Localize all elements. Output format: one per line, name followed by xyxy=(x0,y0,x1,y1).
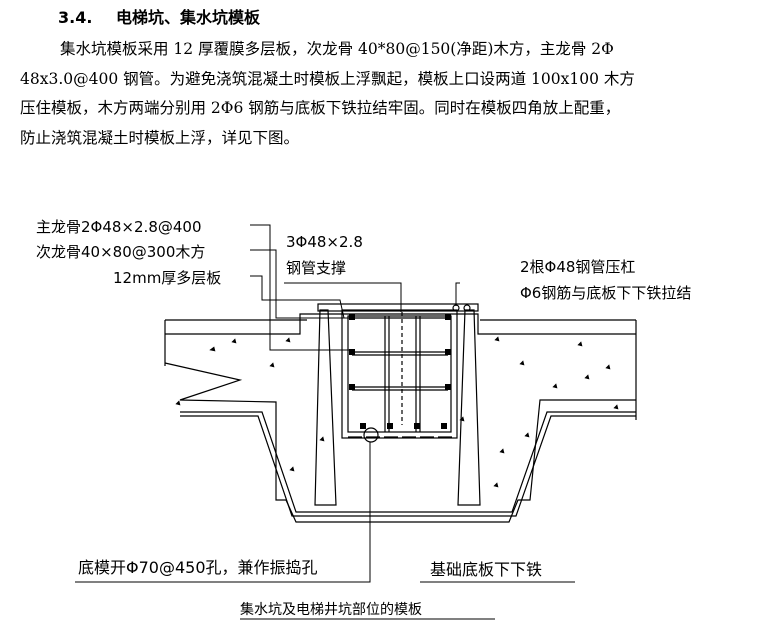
paragraph-line: 防止浇筑混凝土时模板上浮，详见下图。 xyxy=(20,128,300,147)
formwork-box-inner xyxy=(347,315,452,433)
press-timber xyxy=(317,303,479,312)
section-heading: 3.4. 电梯坑、集水坑模板 xyxy=(58,4,260,28)
press-bar-circle xyxy=(463,304,471,312)
leader-secondary-keel xyxy=(250,249,350,319)
pit-lining-line xyxy=(180,411,636,513)
paragraph-line: 集水坑模板采用 12 厚覆膜多层板，次龙骨 40*80@150(净距)木方，主龙… xyxy=(60,40,614,58)
label-plywood: 12mm厚多层板 xyxy=(113,269,221,287)
label-press-bar-1: 2根Φ48钢管压杠 xyxy=(520,258,635,276)
pit-outer-contour xyxy=(164,362,636,523)
label-press-bar-2: Φ6钢筋与底板下下铁拉结 xyxy=(520,284,691,302)
vibration-hole xyxy=(363,427,379,443)
leader-main-keel xyxy=(250,224,350,351)
description-paragraph: 集水坑模板采用 12 厚覆膜多层板，次龙骨 40*80@150(净距)木方，主龙… xyxy=(20,35,740,153)
tie-bar-right xyxy=(457,309,481,506)
section-number: 3.4. xyxy=(58,8,93,27)
label-pipe-support-2: 钢管支撑 xyxy=(286,259,346,277)
paragraph-line: 48x3.0@400 钢管。为避免浇筑混凝土时模板上浮飘起，模板上口设两道 10… xyxy=(20,69,635,88)
figure-caption: 集水坑及电梯井坑部位的模板 xyxy=(240,601,422,618)
leader-vibration-hole xyxy=(75,442,371,583)
ground-top-line xyxy=(165,313,636,335)
label-bottom-rebar: 基础底板下下铁 xyxy=(430,560,542,579)
section-title: 电梯坑、集水坑模板 xyxy=(116,8,261,27)
tie-bar-left xyxy=(314,309,337,506)
label-main-keel: 主龙骨2Φ48×2.8@400 xyxy=(36,218,202,236)
label-pipe-support-1: 3Φ48×2.8 xyxy=(286,233,363,251)
label-secondary-keel: 次龙骨40×80@300木方 xyxy=(36,243,205,261)
leader-pipe-support xyxy=(284,282,402,312)
paragraph-line: 压住模板，木方两端分别用 2Φ6 钢筋与底板下铁拉结牢固。同时在模板四角放上配重… xyxy=(20,99,621,117)
formwork-box-outer xyxy=(341,309,458,439)
label-vibration-hole: 底模开Φ70@450孔，兼作振捣孔 xyxy=(78,558,318,577)
pit-lining-line-2 xyxy=(180,415,636,517)
leader-plywood xyxy=(250,275,345,319)
leader-press-bar xyxy=(455,282,460,306)
